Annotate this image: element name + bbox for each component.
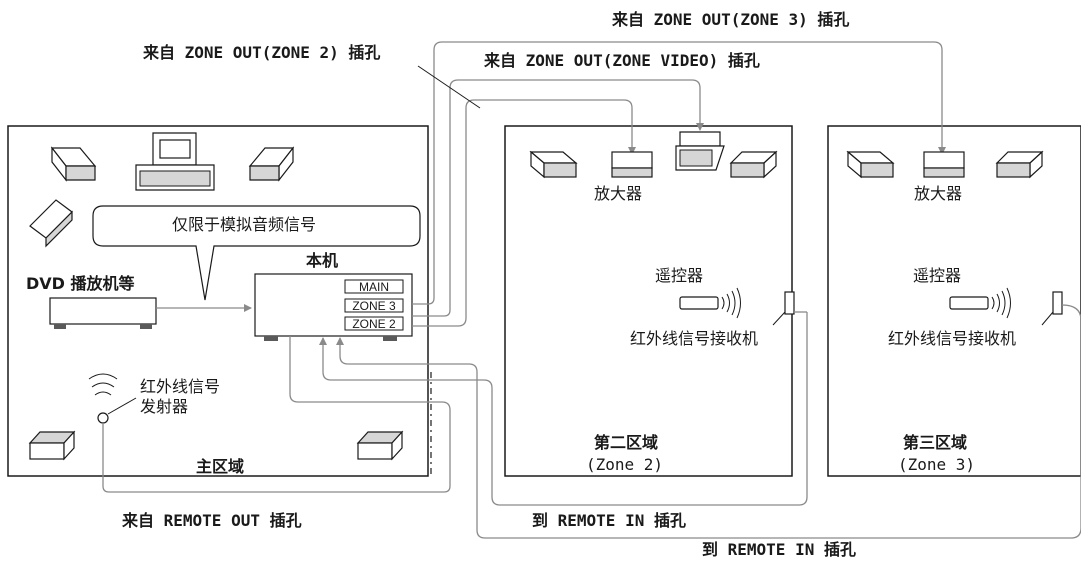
zone3-room	[827, 125, 1081, 477]
ir-emitter-icon	[88, 373, 118, 424]
zone2-label-leader	[417, 65, 481, 109]
zone2-right-speaker-icon	[729, 150, 778, 179]
zone2-ir-receiver-label: 红外线信号接收机	[630, 329, 759, 348]
remote-in-zone3-label: 到 REMOTE IN 插孔	[702, 540, 856, 559]
zone2-tv-icon	[675, 131, 725, 171]
main-front-right-speaker-icon	[248, 146, 295, 182]
zone3-subtitle: (Zone 3)	[898, 455, 976, 474]
zone3-left-speaker-icon	[846, 150, 895, 179]
zone2-title: 第二区域	[594, 433, 659, 452]
zone3-output-cable	[412, 41, 946, 305]
receiver-unit-icon	[254, 273, 413, 341]
zone3-amplifier-label: 放大器	[914, 184, 963, 203]
zone3-remote-icon	[949, 287, 1011, 319]
zone3-ir-receiver-leader	[1041, 311, 1054, 326]
main-zone-label: 主区域	[196, 457, 245, 476]
zone3-ir-receiver-icon	[1052, 291, 1063, 315]
zone3-out-label: 来自 ZONE OUT(ZONE 3) 插孔	[612, 10, 850, 29]
main-zone-room	[7, 125, 429, 477]
zone3-ir-receiver-label: 红外线信号接收机	[888, 329, 1017, 348]
zone3-amplifier-icon	[923, 151, 965, 178]
main-surround-left-speaker-icon	[28, 430, 76, 461]
dvd-label: DVD 播放机等	[26, 274, 135, 293]
main-subwoofer-icon	[29, 199, 73, 248]
unit-label: 本机	[306, 251, 339, 270]
ir-emitter-label-line1: 红外线信号	[140, 377, 221, 396]
ir-emitter-label-line2: 发射器	[140, 397, 189, 416]
zone2-left-speaker-icon	[529, 150, 578, 179]
audio-only-label: 仅限于模拟音频信号	[172, 215, 317, 234]
unit-zone3-jack-label: ZONE 3	[352, 299, 396, 313]
main-surround-right-speaker-icon	[356, 430, 404, 461]
zone2-subtitle: (Zone 2)	[586, 455, 664, 474]
zone2-ir-receiver-leader	[772, 311, 786, 326]
zone3-right-speaker-icon	[995, 150, 1044, 179]
zone2-room	[504, 125, 793, 477]
remote-in-zone2-label: 到 REMOTE IN 插孔	[532, 511, 686, 530]
zone2-out-label: 来自 ZONE OUT(ZONE 2) 插孔	[143, 43, 381, 62]
main-front-left-speaker-icon	[50, 146, 97, 182]
zone2-amplifier-icon	[611, 151, 653, 178]
zone2-amplifier-label: 放大器	[594, 184, 643, 203]
zone2-ir-receiver-icon	[784, 291, 795, 315]
ir-emitter-leader	[107, 397, 137, 415]
remote-out-cable	[102, 336, 451, 493]
zone2-remote-label: 遥控器	[655, 266, 704, 285]
remote-out-label: 来自 REMOTE OUT 插孔	[122, 511, 302, 530]
zone3-remote-label: 遥控器	[913, 266, 962, 285]
zone-video-output-cable	[412, 79, 704, 317]
unit-zone2-jack-label: ZONE 2	[352, 317, 396, 331]
zone-video-out-label: 来自 ZONE OUT(ZONE VIDEO) 插孔	[484, 51, 760, 70]
dvd-player-icon	[49, 297, 157, 329]
main-center-speaker-icon	[135, 132, 215, 191]
unit-main-jack-label: MAIN	[359, 280, 389, 294]
zone2-remote-icon	[679, 287, 741, 319]
zone2-remote-in-cable	[319, 312, 808, 506]
audio-only-callout	[92, 205, 421, 301]
zone2-output-cable	[412, 99, 636, 327]
zone3-title: 第三区域	[903, 433, 968, 452]
